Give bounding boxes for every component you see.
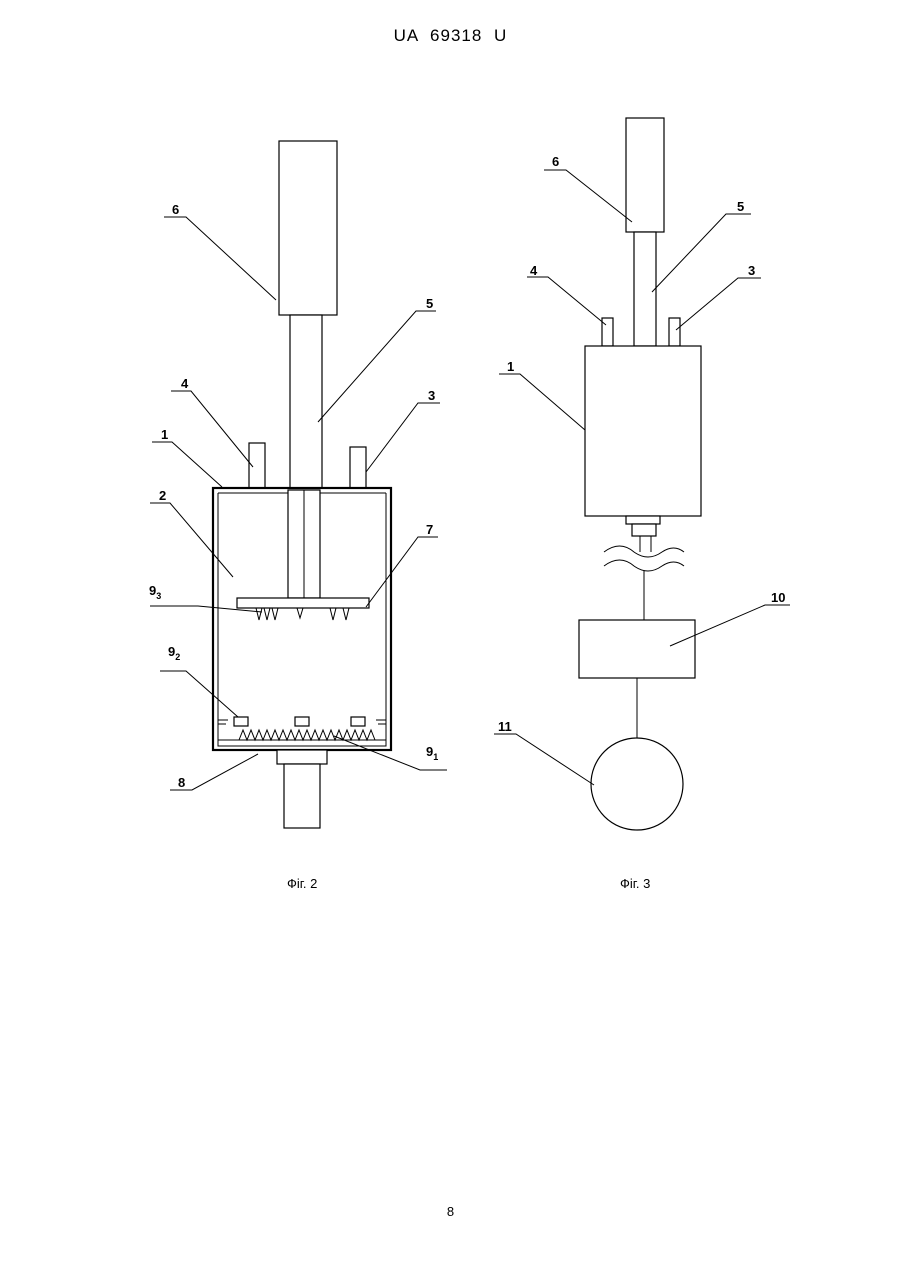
- label-4: 4: [181, 376, 189, 391]
- label-9-3: 93: [149, 583, 161, 601]
- bottom-hub: [277, 750, 327, 764]
- label-7: 7: [426, 522, 433, 537]
- pipe-4: [249, 443, 265, 489]
- pipe-3: [350, 447, 366, 489]
- label-1-fig3: 1: [507, 359, 514, 374]
- stator-block-1: [234, 717, 248, 726]
- bottom-shaft-2: [632, 524, 656, 536]
- bottom-hub-2: [626, 516, 660, 524]
- pipe-4-2: [602, 318, 613, 346]
- label-8: 8: [178, 775, 185, 790]
- label-10-fig3: 10: [771, 590, 785, 605]
- caption-fig-2: Фіг. 2: [287, 876, 317, 891]
- motor-block: [279, 141, 337, 315]
- caption-fig-3: Фіг. 3: [620, 876, 650, 891]
- figure-3: 6 5 4 3 1 10 11: [494, 118, 790, 830]
- label-4-fig3: 4: [530, 263, 538, 278]
- rotor-disc: [237, 598, 369, 608]
- motor-block-2: [626, 118, 664, 232]
- label-5-fig3: 5: [737, 199, 744, 214]
- page-number: 8: [0, 1204, 901, 1219]
- label-3: 3: [428, 388, 435, 403]
- pipe-3-2: [669, 318, 680, 346]
- shaft: [290, 315, 322, 490]
- label-1: 1: [161, 427, 168, 442]
- vessel-2: [585, 346, 701, 516]
- stator-block-3: [351, 717, 365, 726]
- stator-block-2: [295, 717, 309, 726]
- label-6: 6: [172, 202, 179, 217]
- circle-11: [591, 738, 683, 830]
- break-wave-bottom: [604, 560, 684, 571]
- label-6-fig3: 6: [552, 154, 559, 169]
- figure-2: 6 5 4 3 1 2 7 93 92 91 8: [149, 141, 447, 828]
- bottom-shaft: [284, 764, 320, 828]
- block-10: [579, 620, 695, 678]
- label-3-fig3: 3: [748, 263, 755, 278]
- label-11-fig3: 11: [498, 719, 512, 734]
- label-9-1: 91: [426, 744, 438, 762]
- label-9-2: 92: [168, 644, 180, 662]
- shaft-2: [634, 232, 656, 346]
- label-2: 2: [159, 488, 166, 503]
- break-wave-top: [604, 546, 684, 557]
- label-5: 5: [426, 296, 433, 311]
